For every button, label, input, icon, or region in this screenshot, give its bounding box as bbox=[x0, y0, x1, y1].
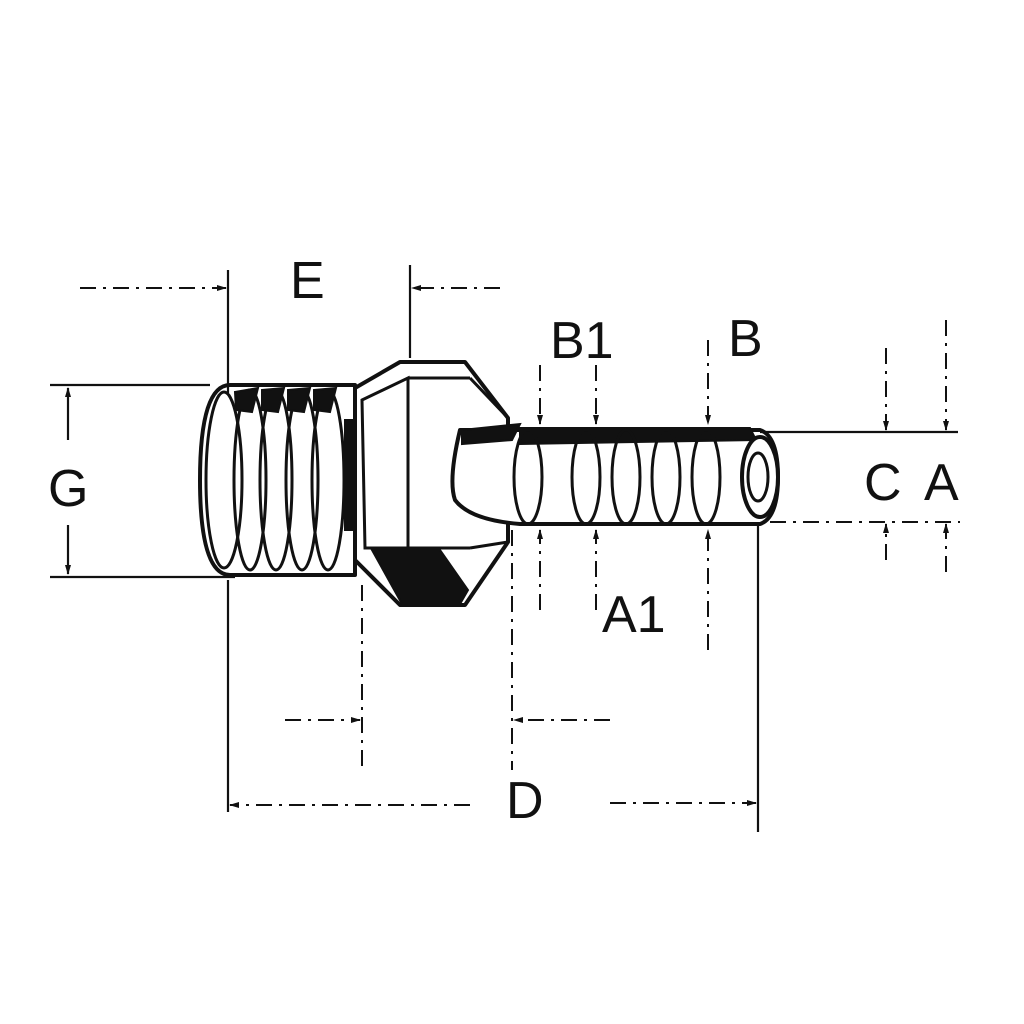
label-c: C bbox=[864, 454, 902, 512]
label-b1: B1 bbox=[550, 312, 614, 370]
label-a: A bbox=[924, 454, 959, 512]
label-e: E bbox=[290, 252, 325, 310]
label-a1: A1 bbox=[602, 586, 666, 644]
label-b: B bbox=[728, 310, 763, 368]
hex-nut bbox=[353, 360, 510, 607]
label-d: D bbox=[506, 772, 544, 830]
threaded-body bbox=[198, 383, 360, 577]
dimension-lines bbox=[50, 265, 960, 832]
hose-barb bbox=[450, 422, 780, 526]
label-g: G bbox=[48, 460, 88, 518]
